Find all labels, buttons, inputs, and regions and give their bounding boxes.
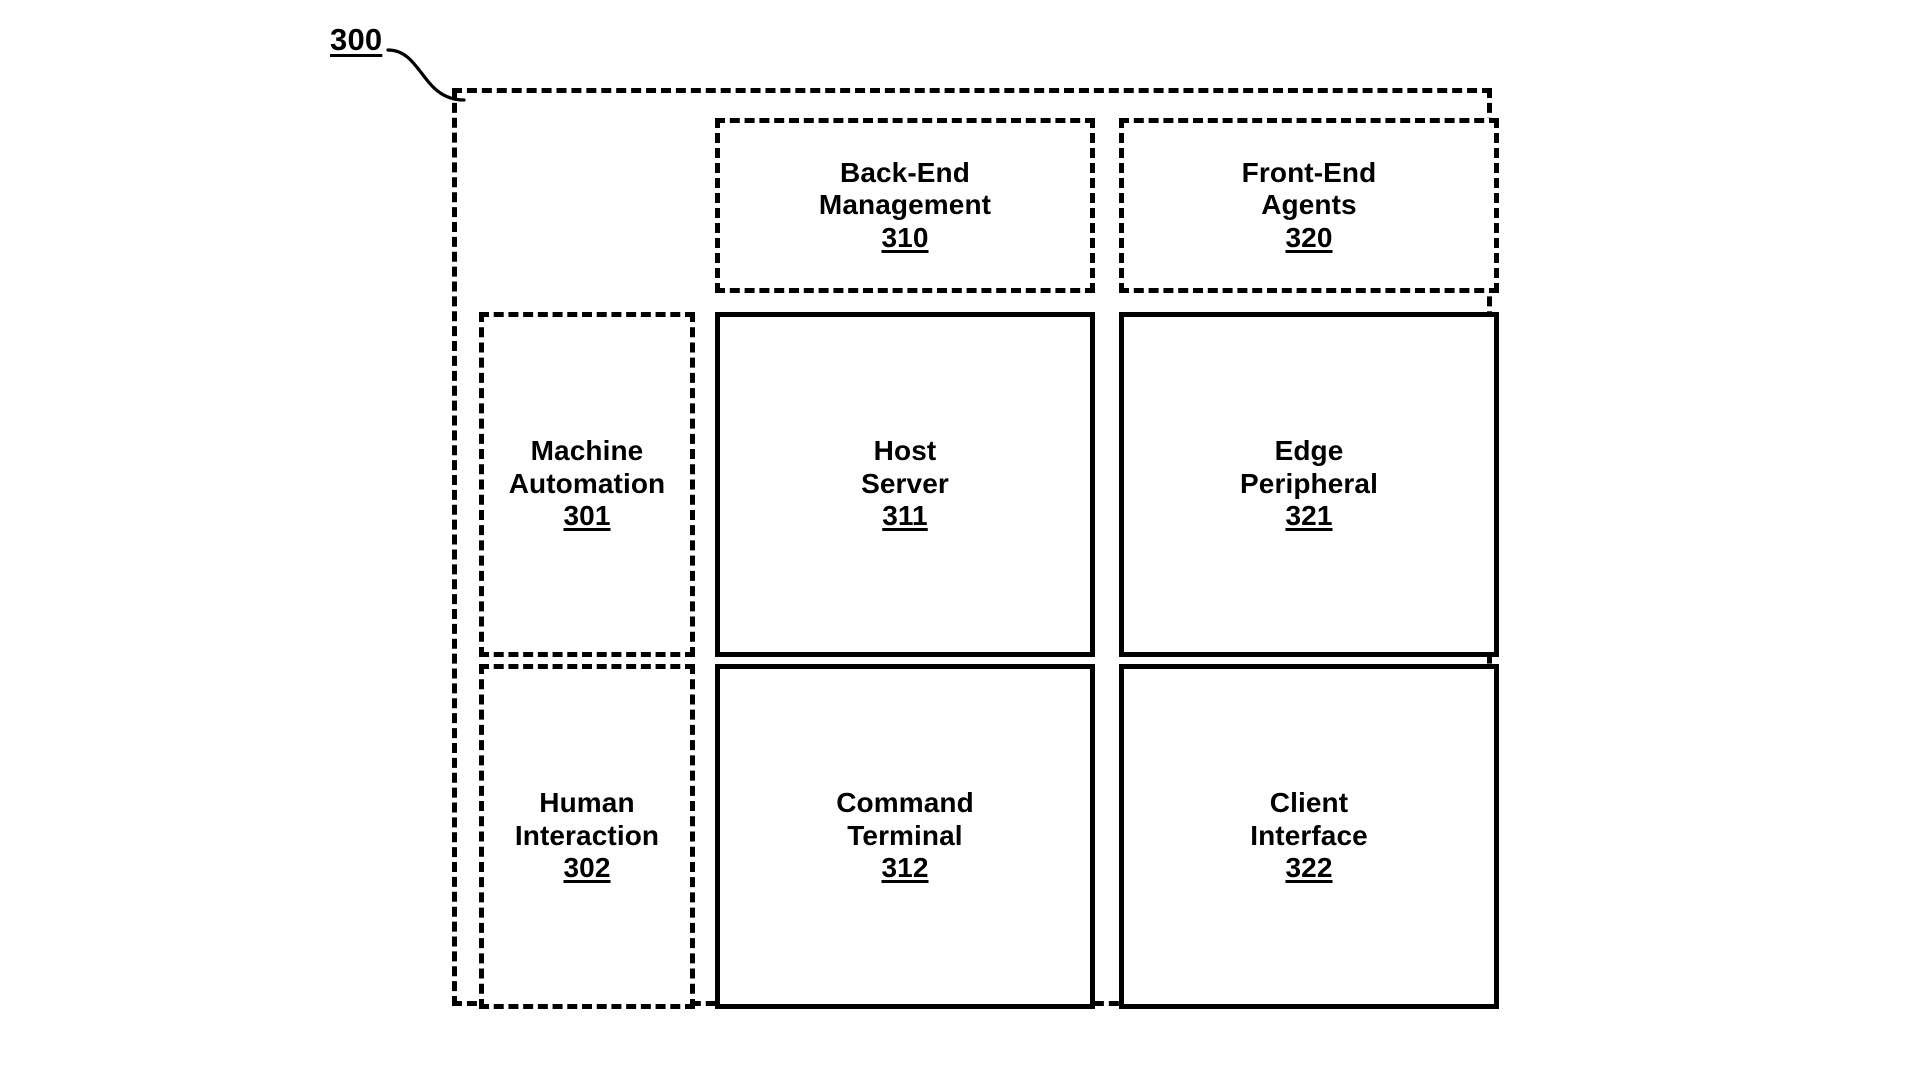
node-reference-numeral: 321 [1285,500,1333,532]
grid-cell-human-interaction: Human Interaction 302 [471,660,703,1012]
grid-cell-client-interface: Client Interface 322 [1107,660,1511,1012]
node-title: Machine Automation [508,435,666,499]
node-front-end-agents[interactable]: Front-End Agents 320 [1119,118,1499,293]
node-title: Front-End Agents [1241,156,1377,221]
node-reference-numeral: 312 [881,852,929,884]
node-title: Client Interface [1250,787,1368,851]
grid-cell-command-terminal: Command Terminal 312 [703,660,1107,1012]
node-reference-numeral: 322 [1285,852,1333,884]
component-grid: Back-End Management 310 Front-End Agents… [457,93,1499,1009]
node-reference-numeral: 310 [881,221,929,253]
grid-cell-front-end-header: Front-End Agents 320 [1107,103,1511,308]
node-title: Edge Peripheral [1240,435,1378,499]
node-back-end-management[interactable]: Back-End Management 310 [715,118,1095,293]
node-edge-peripheral[interactable]: Edge Peripheral 321 [1119,311,1499,657]
grid-cell-corner [471,103,703,308]
node-host-server[interactable]: Host Server 311 [715,311,1095,657]
leader-line-icon [386,48,466,102]
node-machine-automation[interactable]: Machine Automation 301 [479,311,695,657]
node-command-terminal[interactable]: Command Terminal 312 [715,663,1095,1009]
system-boundary-300: Back-End Management 310 Front-End Agents… [452,88,1499,1009]
node-client-interface[interactable]: Client Interface 322 [1119,663,1499,1009]
figure-reference-group: 300 [330,22,550,112]
node-reference-numeral: 320 [1285,221,1333,253]
grid-cell-edge-peripheral: Edge Peripheral 321 [1107,308,1511,660]
corner-spacer [471,118,703,293]
node-human-interaction[interactable]: Human Interaction 302 [479,663,695,1009]
node-reference-numeral: 301 [563,500,611,532]
figure-reference-label: 300 [330,22,383,57]
node-title: Human Interaction [514,787,660,851]
node-reference-numeral: 302 [563,852,611,884]
grid-cell-host-server: Host Server 311 [703,308,1107,660]
node-title: Command Terminal [836,787,974,851]
grid-cell-machine-automation: Machine Automation 301 [471,308,703,660]
node-reference-numeral: 311 [882,500,928,532]
grid-cell-back-end-header: Back-End Management 310 [703,103,1107,308]
node-title: Host Server [861,435,949,499]
node-title: Back-End Management [818,156,992,221]
